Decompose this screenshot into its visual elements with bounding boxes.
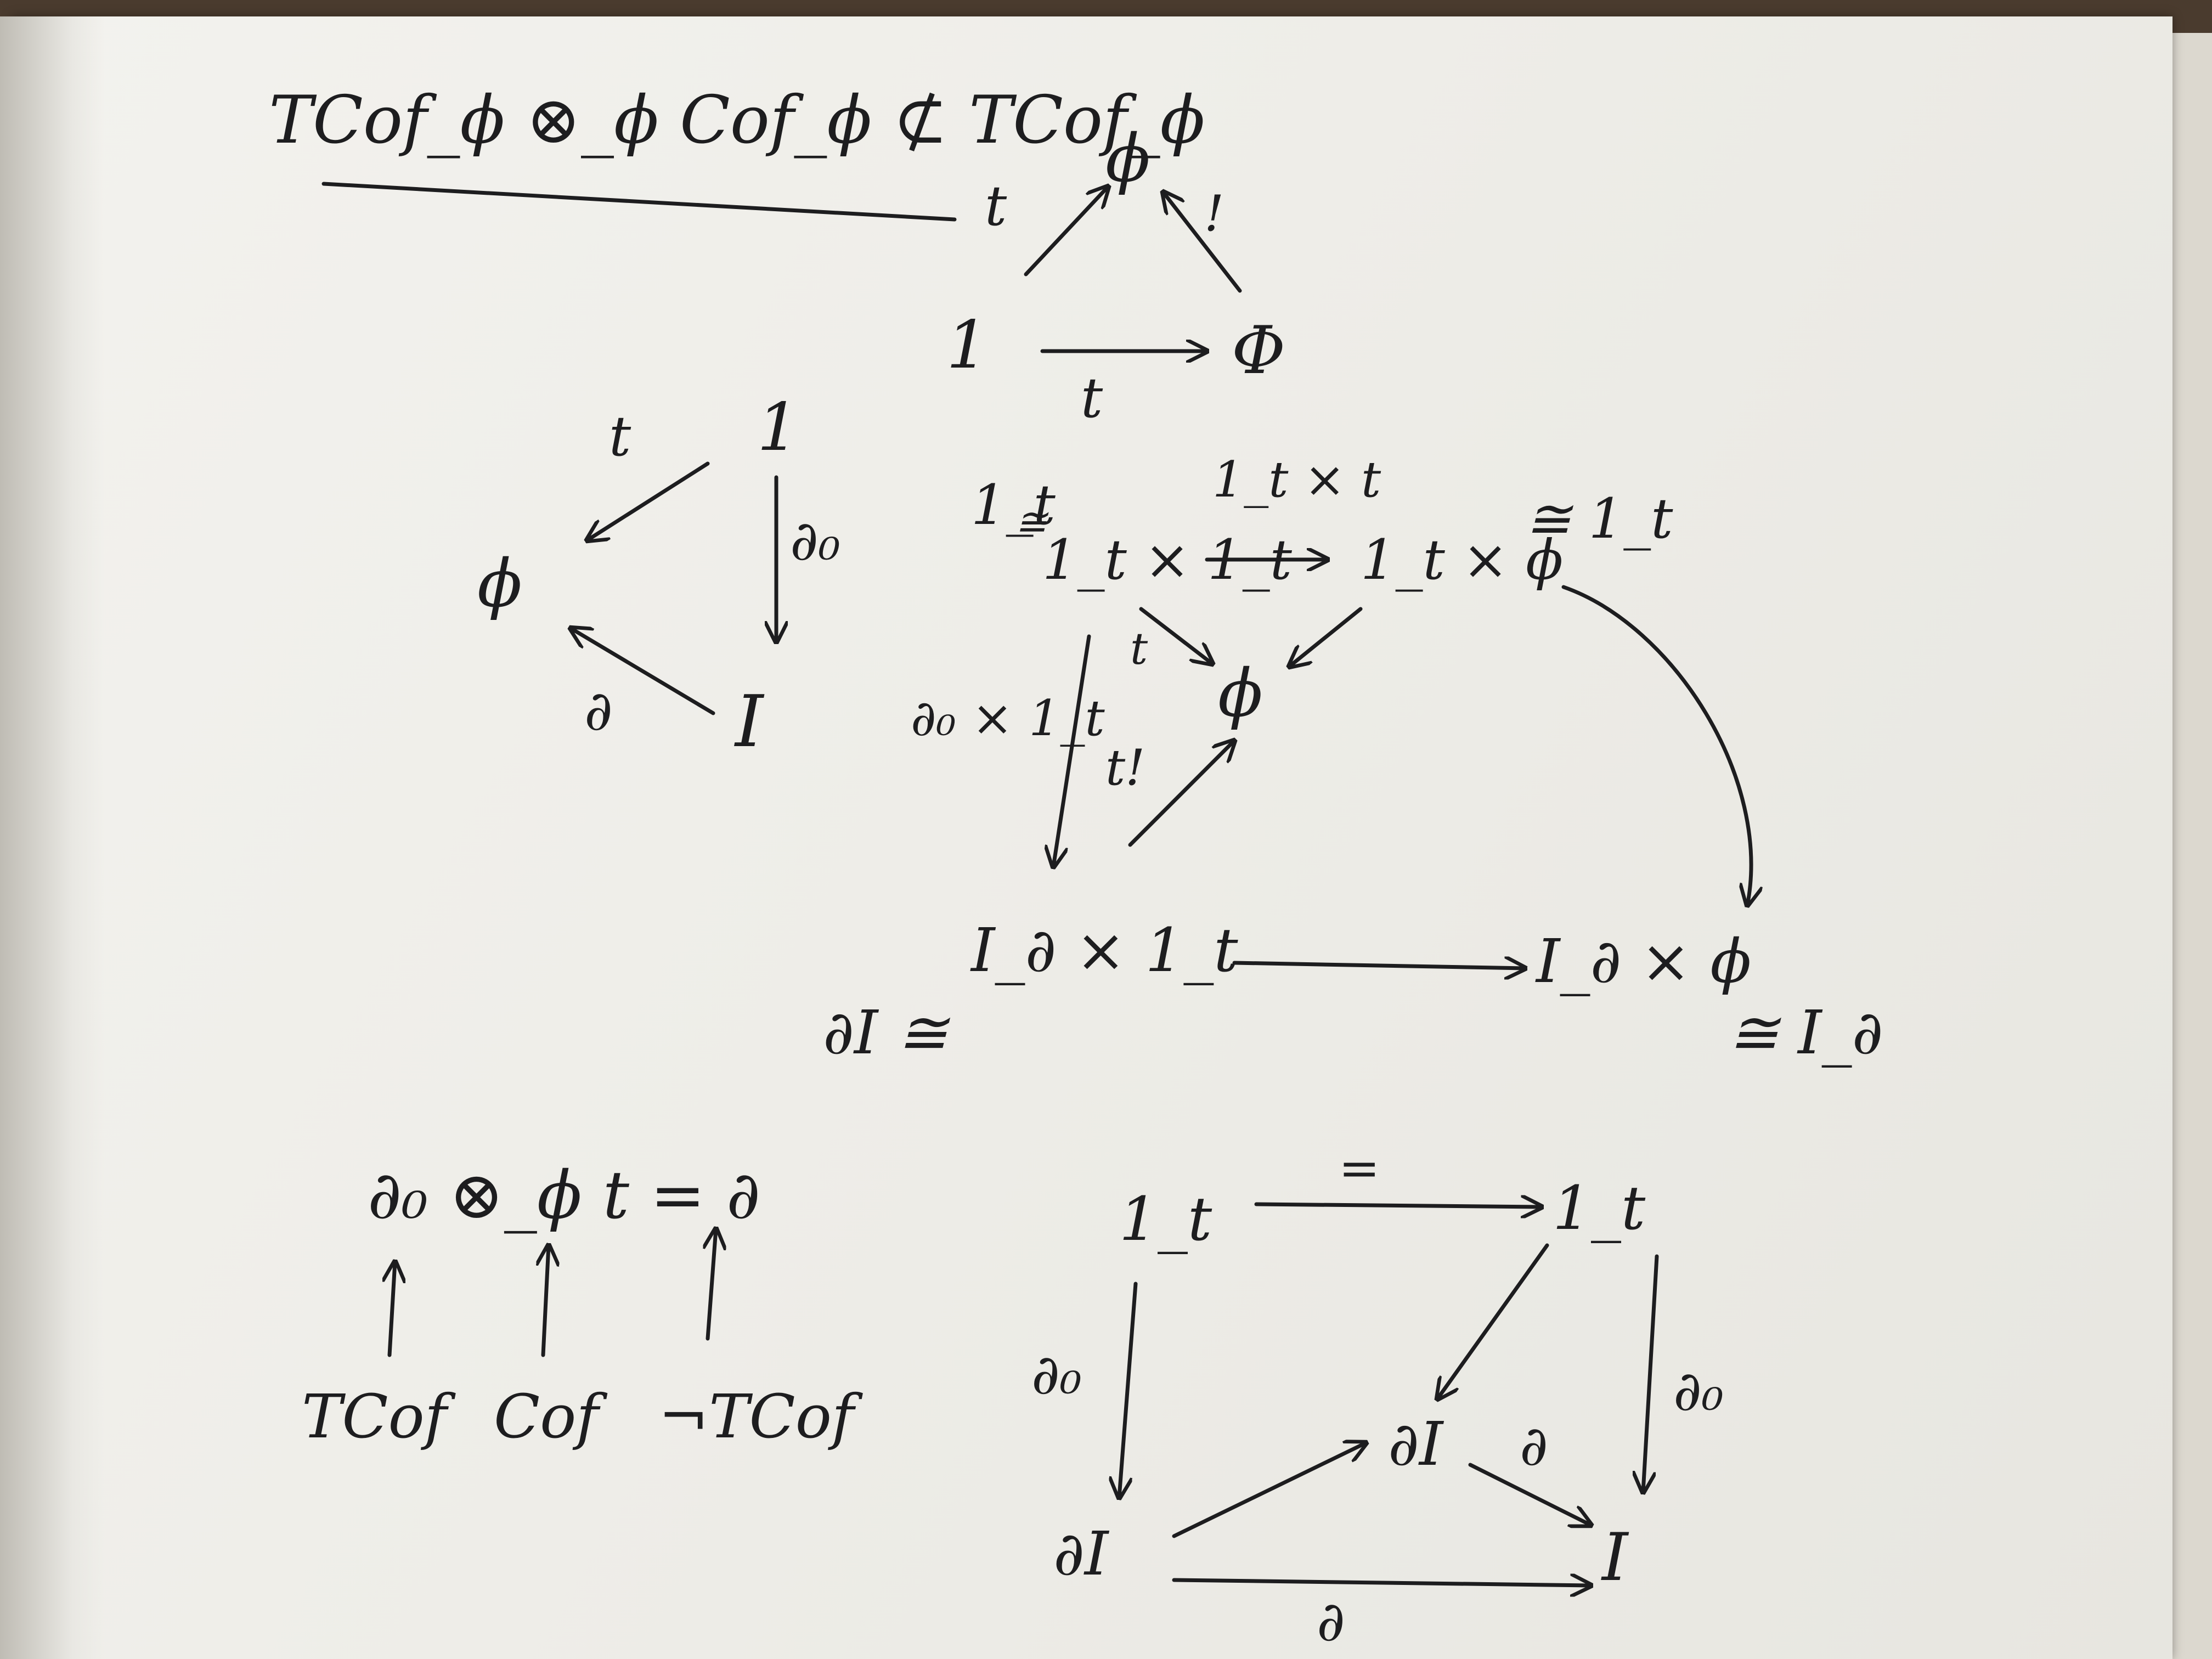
cube-edge-right: ∂₀ (1673, 1359, 1724, 1423)
notebook-page (11, 16, 2172, 1659)
d3-node-prod-bl: I_∂ × 1_t (970, 915, 1238, 985)
d1-node-one: 1 (946, 307, 988, 383)
cube-node-bl: ∂I (1053, 1519, 1110, 1589)
d3-node-one-t: 1_t (971, 473, 1056, 537)
d3-edge-t: t (1130, 623, 1148, 674)
d3-arrow-tbang (1128, 741, 1234, 847)
d3-arrow-left (1053, 634, 1091, 867)
cube-arrow-mid-br (1468, 1463, 1591, 1525)
header-underline (321, 182, 957, 222)
cube-edge-mid-br: ∂ (1520, 1414, 1548, 1478)
d3-edge-d0x1: ∂₀ × 1_t (911, 690, 1105, 747)
cube-node-mid: ∂I (1388, 1409, 1444, 1479)
eq-arrow-2 (543, 1245, 549, 1357)
d1-edge-t-bottom: t (1081, 366, 1103, 430)
d3-node-phi: ϕ (1218, 656, 1263, 732)
header-title: TCof_ϕ ⊗_ϕ Cof_ϕ ⊄ TCof_ϕ (269, 82, 1205, 159)
d1-edge-t-diag: t (985, 174, 1007, 238)
d2-arrow-I-phi (571, 628, 715, 715)
cube-node-tr: 1_t (1553, 1173, 1646, 1243)
d3-node-prod-br: I_∂ × ϕ (1535, 926, 1751, 996)
cube-arrow-top (1254, 1204, 1542, 1207)
d2-arrow-one-phi (587, 461, 710, 540)
equation-block: ∂₀ ⊗_ϕ t = ∂ TCof Cof ¬TCof (302, 1158, 863, 1452)
d1-node-phi: ϕ (1105, 121, 1150, 197)
eq-label-ntcof: ¬TCof (658, 1381, 863, 1452)
d3-eq-br: ≅ I_∂ (1728, 997, 1883, 1068)
diagram-3: 1_t ≅ 1_t × 1_t 1_t × ϕ ≅ 1_t ϕ I_∂ × 1_… (823, 451, 1883, 1068)
eq-arrow-3 (708, 1229, 716, 1341)
d3-eq1: ≅ (1015, 499, 1049, 544)
eq-label-cof: Cof (494, 1381, 607, 1452)
cube-edge-top: = (1339, 1139, 1380, 1197)
d3-edge-tbang: t! (1105, 739, 1145, 797)
cube-arrow-bl-mid (1172, 1443, 1366, 1538)
eq-arrow-1 (390, 1262, 395, 1357)
cube-arrow-tr-mid (1437, 1243, 1549, 1399)
d3-edge-top: 1_t × t (1212, 451, 1381, 509)
cube-edge-bottom: ∂ (1317, 1589, 1345, 1654)
cube-node-tl: 1_t (1119, 1184, 1212, 1254)
page-binding-shadow (0, 16, 104, 1659)
d3-arrow-tl-phi (1139, 607, 1212, 664)
d1-edge-bang: ! (1204, 185, 1224, 242)
d3-arrow-bottom (1232, 963, 1525, 968)
d2-edge-d: ∂ (584, 679, 613, 743)
diagram-1: ϕ 1 Φ t ! t (946, 121, 1285, 430)
d2-node-I: I (734, 680, 765, 763)
d1-arrow-Phi-phi (1163, 192, 1242, 293)
cube-edge-left: ∂₀ (1031, 1342, 1082, 1407)
cube-arrow-bottom (1172, 1580, 1591, 1585)
cube-node-br: I (1601, 1520, 1629, 1596)
eq-label-tcof: TCof (302, 1381, 456, 1452)
d2-node-phi: ϕ (477, 546, 522, 622)
d3-arrow-right-curve (1561, 585, 1751, 905)
diagram-2: 1 ϕ I t ∂₀ ∂ (477, 390, 840, 763)
equation-lhs: ∂₀ ⊗_ϕ t = ∂ (368, 1158, 760, 1234)
d2-edge-d0: ∂₀ (790, 509, 840, 573)
cube-arrow-right (1643, 1254, 1659, 1492)
d3-eq-bl: ∂I ≅ (823, 997, 950, 1068)
d3-eq-tr: ≅ 1_t (1525, 487, 1673, 551)
d3-node-prod-tr: 1_t × ϕ (1361, 528, 1563, 592)
cube-arrow-left (1119, 1282, 1138, 1498)
d1-node-Phi: Φ (1232, 313, 1285, 389)
d2-node-one: 1 (757, 390, 799, 466)
d1-arrow-one-phi (1024, 187, 1108, 276)
cube-diagram: 1_t 1_t ∂I ∂I I = ∂₀ ∂₀ ∂ ∂ (1031, 1139, 1724, 1654)
d3-arrow-tr-phi (1289, 607, 1363, 667)
d2-edge-t: t (609, 404, 631, 469)
